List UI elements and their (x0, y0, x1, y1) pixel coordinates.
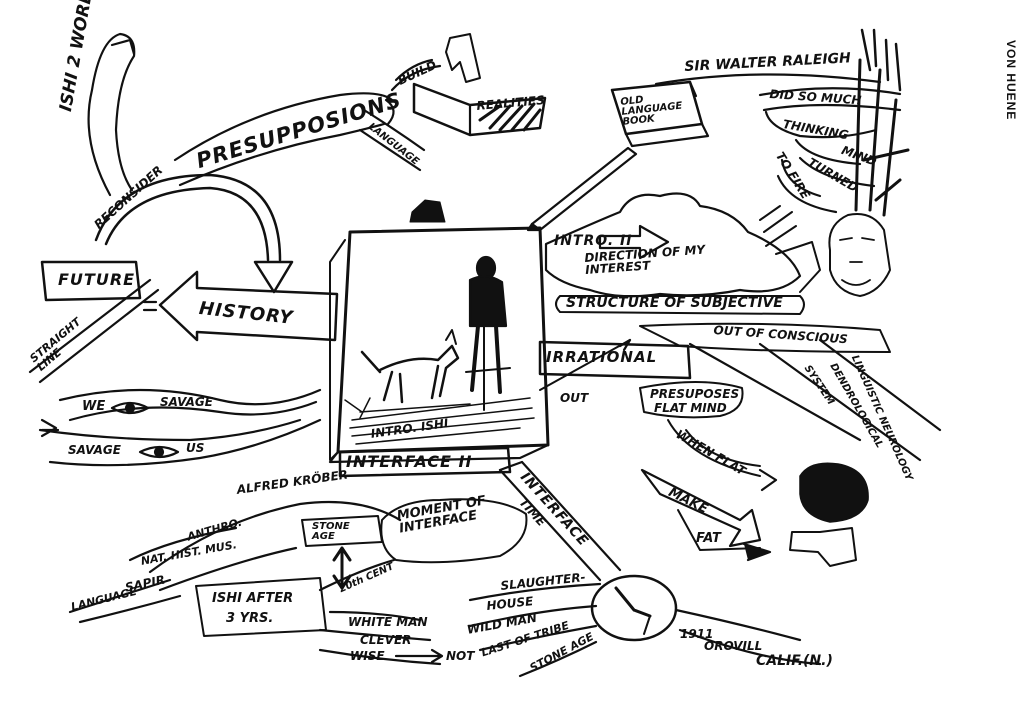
equals-sign (144, 302, 156, 310)
clever-label: CLEVER (360, 634, 411, 646)
author-label: VON HUENE (1004, 40, 1018, 120)
pen-icon (528, 148, 636, 230)
out-label: OUT (560, 392, 588, 404)
ishi-two-worlds-ribbon (89, 34, 135, 195)
structure-of-subjective-label: STRUCTURE OF SUBJECTIVE (566, 296, 783, 310)
fat-label: FAT (696, 532, 721, 545)
white-man-label: WHITE MAN (348, 616, 428, 628)
presupposes-label: PRESUPOSES (650, 388, 739, 400)
interface-two-label: INTERFACE II (346, 454, 472, 470)
future-label: FUTURE (58, 272, 135, 288)
irrational-label: IRRATIONAL (546, 350, 657, 365)
savage-top-label: SAVAGE (160, 396, 213, 408)
us-label: US (186, 442, 204, 454)
eye-icon (140, 447, 178, 457)
we-label: WE (82, 400, 105, 413)
not-label: NOT (446, 650, 474, 662)
oroville-label: OROVILL (704, 640, 762, 652)
calif-label: CALIF.(N.) (756, 654, 833, 668)
hand-icon (760, 206, 820, 292)
stone-age-box-label: STONE AGE (312, 522, 372, 542)
savage-bottom-label: SAVAGE (68, 444, 121, 456)
intro-two-label: INTRO. II (554, 234, 632, 248)
realities-block (414, 34, 545, 135)
dog-sketch (362, 330, 458, 402)
ishi-after-label: ISHI AFTER (212, 592, 293, 605)
three-yrs-label: 3 YRS. (226, 612, 273, 625)
rider-sketch (466, 257, 510, 410)
hand-pointer-icon (446, 34, 480, 82)
wise-label: WISE (350, 650, 385, 662)
flat-mind-label: FLAT MIND (654, 402, 727, 414)
rock-icon (790, 463, 868, 566)
